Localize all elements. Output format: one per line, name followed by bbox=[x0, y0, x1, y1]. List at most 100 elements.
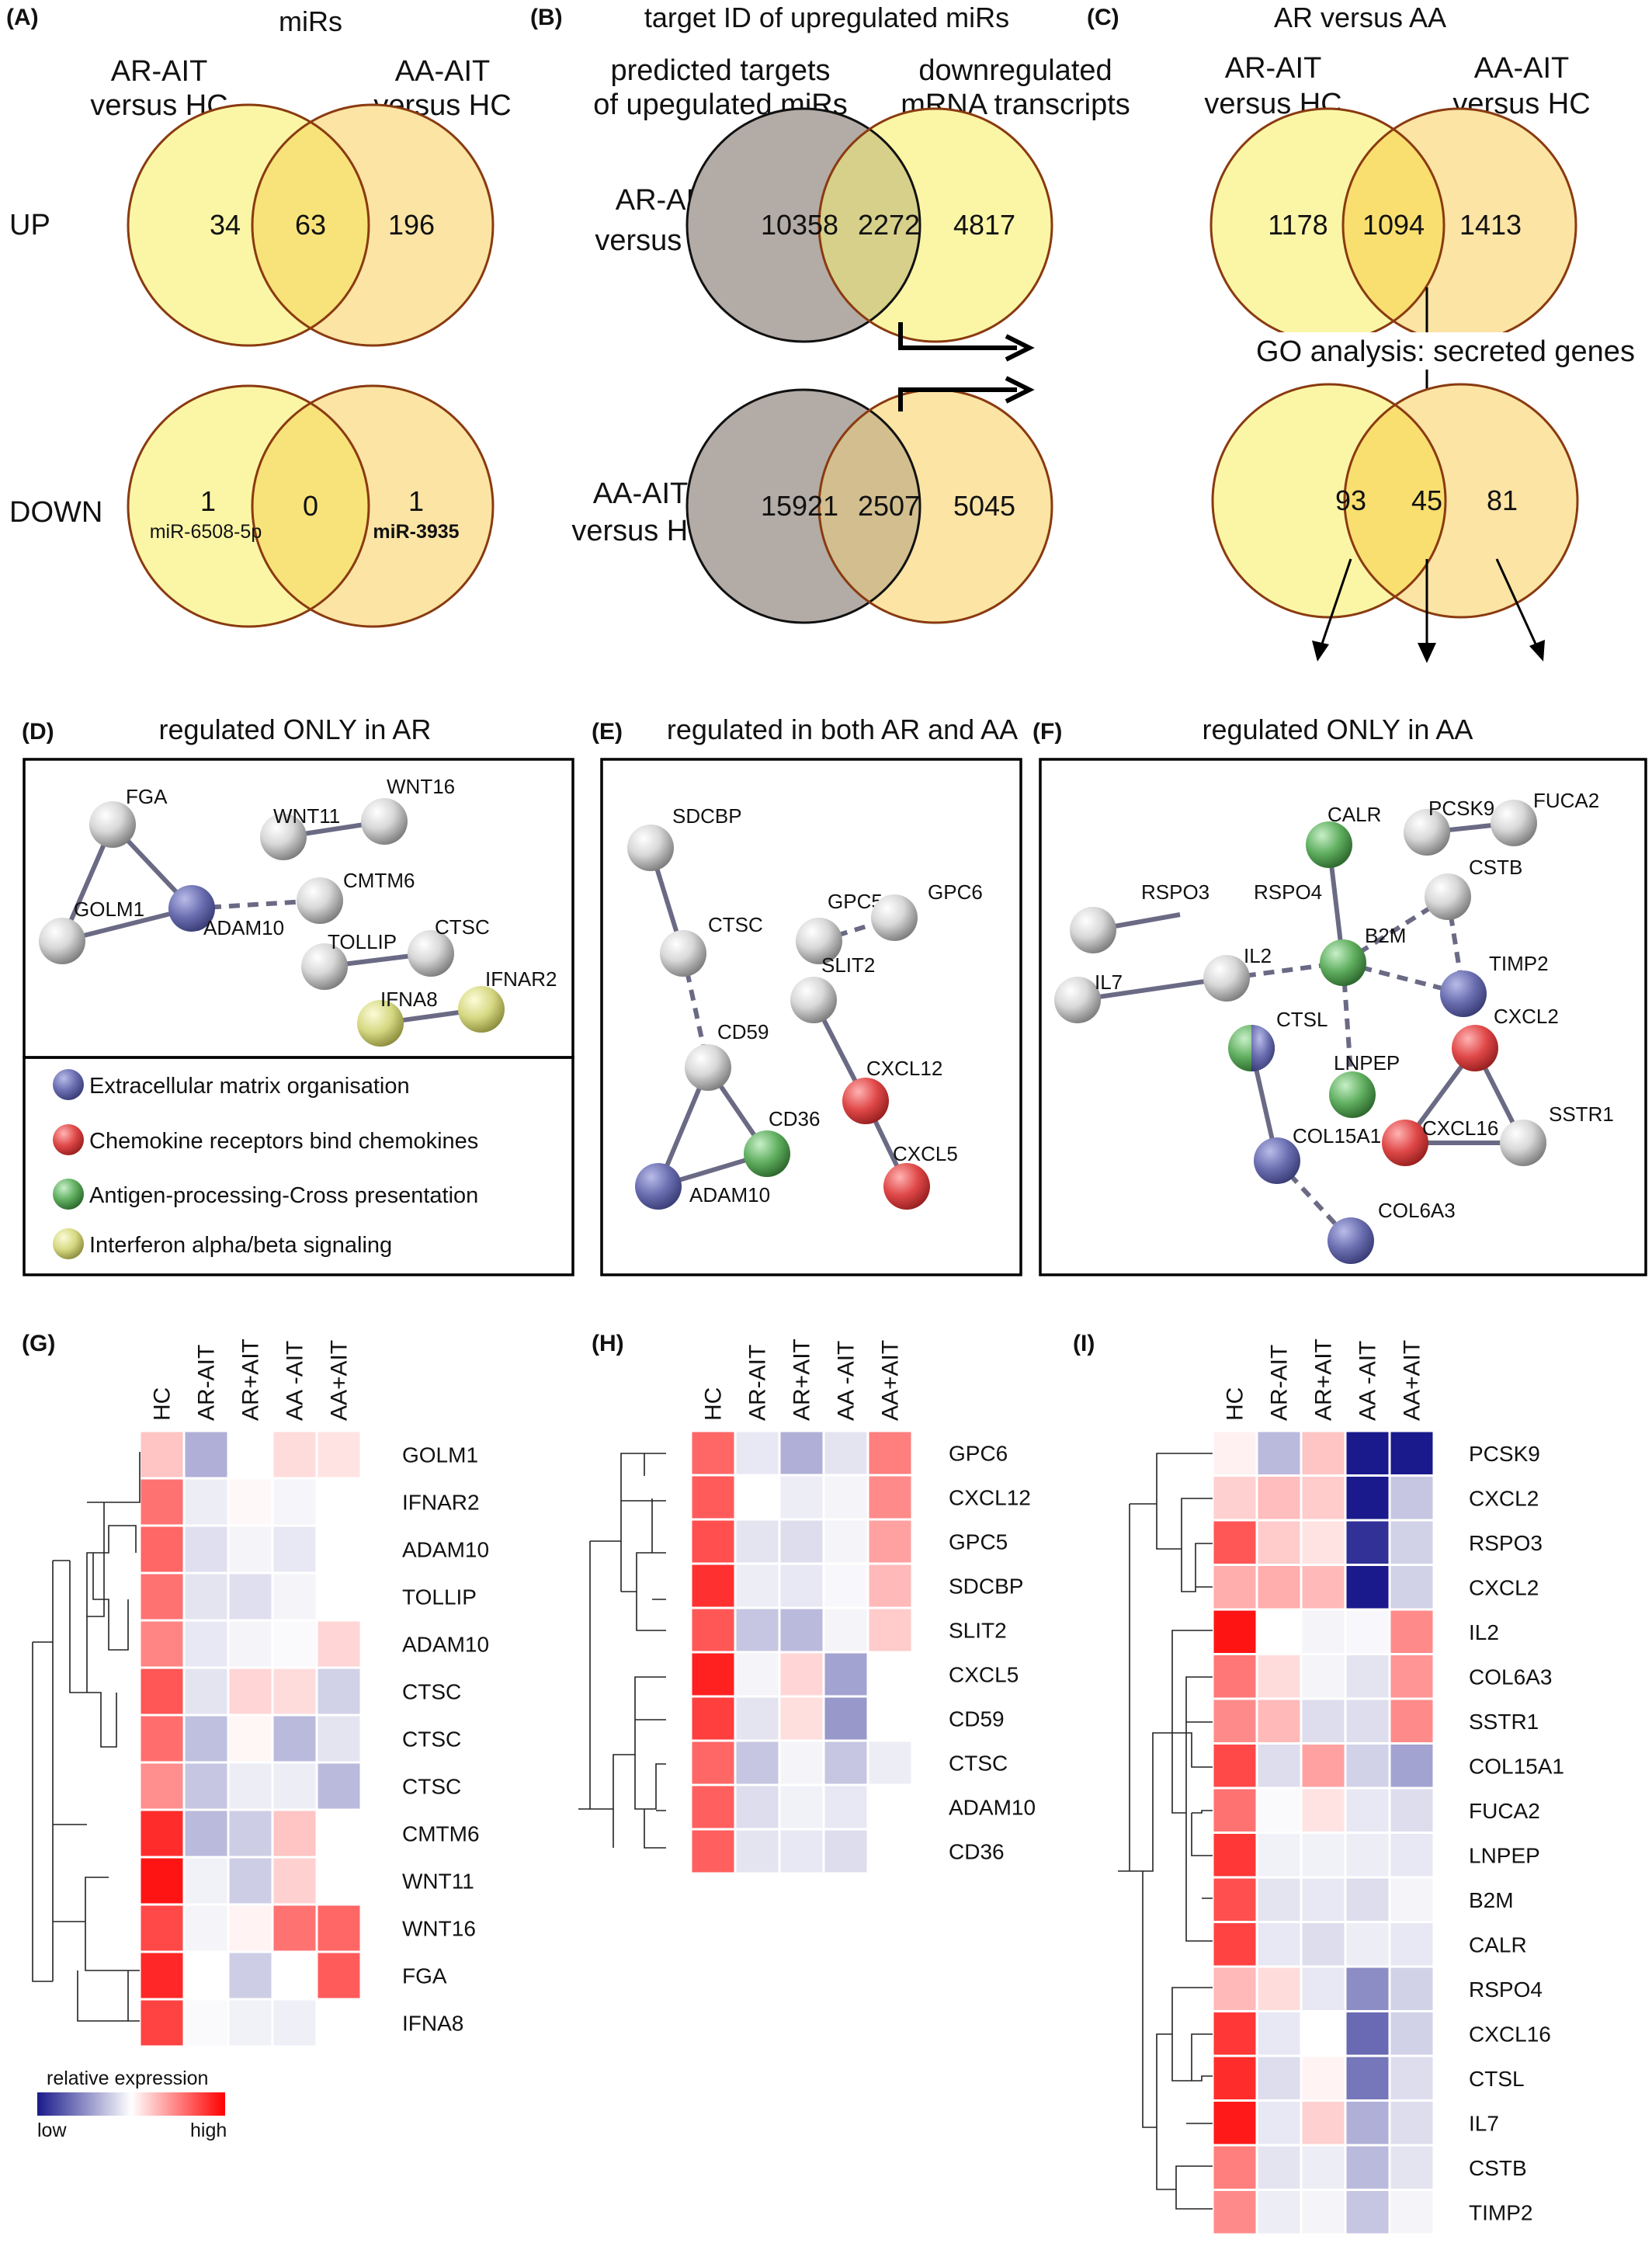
heatmap-i-cell bbox=[1255, 1965, 1303, 2012]
venn-up-right-value: 196 bbox=[388, 209, 435, 241]
heatmap-i-cell bbox=[1388, 1876, 1435, 1923]
heatmap-g-cell bbox=[315, 1950, 363, 2001]
heatmap-i-cell bbox=[1255, 1653, 1303, 1700]
heatmap-g-cell bbox=[271, 1998, 318, 2048]
heatmap-g-label: (G) bbox=[22, 1331, 55, 1356]
heatmap-g-column-label: AA+AIT bbox=[327, 1340, 352, 1421]
heatmap-h-cell bbox=[866, 1739, 914, 1786]
venn-b-aa: 15921 2507 5045 bbox=[685, 388, 1053, 624]
node-wnt11 bbox=[260, 814, 307, 860]
heatmap-g-cell bbox=[182, 1571, 230, 1622]
node-rspo3 bbox=[1070, 907, 1116, 953]
heatmap-g-cell bbox=[182, 1713, 230, 1764]
heatmap-g-cell bbox=[315, 1619, 363, 1669]
heatmap-h-cell bbox=[778, 1651, 825, 1698]
heatmap-i-cell bbox=[1300, 2189, 1347, 2236]
heatmap-i-cell bbox=[1300, 1832, 1347, 1879]
heatmap-g-cell bbox=[271, 1619, 318, 1669]
panel-e-title: regulated in both AR and AA bbox=[667, 714, 1018, 745]
heatmap-g-gene-label: GOLM1 bbox=[402, 1443, 478, 1467]
heatmap-h-cell bbox=[866, 1518, 914, 1565]
heatmap-h-cell bbox=[778, 1783, 825, 1831]
venn-b-aa-overlap bbox=[819, 410, 920, 602]
heatmap-g-cell bbox=[182, 1856, 230, 1906]
node-il2 bbox=[1203, 955, 1250, 1002]
panel-a-title: miRs bbox=[279, 5, 342, 37]
heatmap-g-cell bbox=[315, 1524, 363, 1575]
heatmap-i-cell bbox=[1344, 1832, 1391, 1879]
node-cmtm6-label: CMTM6 bbox=[343, 869, 415, 892]
heatmap-g-gene-label: IFNA8 bbox=[402, 2012, 463, 2036]
venn-c-top-left-value: 1178 bbox=[1268, 209, 1328, 241]
heatmap-g-cell bbox=[182, 1903, 230, 1953]
heatmap-i-cell bbox=[1255, 1876, 1303, 1923]
venn-down-overlap-value: 0 bbox=[303, 490, 318, 522]
heatmap-i-cell bbox=[1388, 1965, 1435, 2012]
heatmap-h-column-label: AR-AIT bbox=[745, 1345, 771, 1421]
node-cxcl12-label: CXCL12 bbox=[866, 1057, 942, 1080]
heatmap-i-cell bbox=[1211, 1608, 1258, 1655]
heatmap-g-cell bbox=[138, 1761, 186, 1811]
heatmap-i-cell bbox=[1300, 1786, 1347, 1834]
heatmap-g-cell bbox=[271, 1429, 318, 1480]
heatmap-g-cell bbox=[227, 1950, 274, 2001]
heatmap-i-cell bbox=[1344, 1608, 1391, 1655]
node-gpc5 bbox=[796, 918, 842, 964]
heatmap-g-cell bbox=[271, 1524, 318, 1575]
heatmap-h-cell bbox=[778, 1429, 825, 1477]
pathway-legend: Extracellular matrix organisation Chemok… bbox=[53, 1069, 478, 1259]
heatmap-g-cell bbox=[227, 1808, 274, 1859]
heatmap-i-cell bbox=[1255, 1921, 1303, 1968]
heatmap-g-cell bbox=[138, 1903, 186, 1953]
heatmap-g-cell bbox=[182, 1429, 230, 1480]
node-sdcbp-label: SDCBP bbox=[672, 804, 742, 828]
heatmap-g-cell bbox=[315, 1571, 363, 1622]
heatmap-i-cell bbox=[1344, 1742, 1391, 1790]
heatmap-i-cell bbox=[1388, 1742, 1435, 1790]
heatmap-h-cell bbox=[734, 1651, 781, 1698]
heatmap-i-cell bbox=[1300, 2054, 1347, 2102]
heatmap-g-gene-label: ADAM10 bbox=[402, 1633, 489, 1657]
heatmap-g-cell bbox=[227, 1761, 274, 1811]
relative-expression-legend: relative expression low high bbox=[37, 2068, 227, 2141]
heatmap-i-cell bbox=[1300, 1653, 1347, 1700]
node-b2m-label: B2M bbox=[1365, 924, 1406, 947]
heatmap-i-cell bbox=[1255, 2010, 1303, 2057]
heatmap-i-cell bbox=[1255, 1697, 1303, 1745]
heatmap-g-cell bbox=[182, 1950, 230, 2001]
heatmap-g-gene-label: WNT11 bbox=[402, 1870, 474, 1894]
heatmap-i-cell bbox=[1300, 1608, 1347, 1655]
heatmap-h-cell bbox=[689, 1695, 737, 1742]
node-ctsc-label: CTSC bbox=[435, 915, 490, 939]
heatmap-i-cells bbox=[1211, 1429, 1435, 2236]
panel-a-down-label: DOWN bbox=[9, 496, 102, 529]
venn-b-aa-overlap-value: 2507 bbox=[858, 490, 920, 522]
node-lnpep bbox=[1329, 1071, 1376, 1118]
heatmap-i-cell bbox=[1211, 1786, 1258, 1834]
heatmap-h-cell bbox=[689, 1562, 737, 1609]
node-sdcbp bbox=[627, 825, 674, 871]
heatmap-g-cell bbox=[271, 1856, 318, 1906]
heatmap-i-column-label: AR-AIT bbox=[1267, 1345, 1293, 1421]
node-fuca2 bbox=[1491, 800, 1537, 846]
panel-b-label: (B) bbox=[530, 5, 563, 30]
node-lnpep-label: LNPEP bbox=[1334, 1051, 1400, 1075]
heatmap-h-gene-label: ADAM10 bbox=[949, 1796, 1036, 1820]
heatmap-i-cell bbox=[1300, 2099, 1347, 2147]
heatmap-g-gene-label: IFNAR2 bbox=[402, 1491, 480, 1515]
venn-b-aa-right-value: 5045 bbox=[953, 490, 1015, 522]
heatmap-i-gene-label: IL7 bbox=[1469, 2111, 1499, 2135]
heatmap-i-column-label: AR+AIT bbox=[1311, 1339, 1337, 1421]
venn-c-bottom: 93 45 81 bbox=[1211, 383, 1579, 619]
heatmap-h-label: (H) bbox=[592, 1331, 624, 1356]
venn-down-overlap bbox=[252, 403, 370, 609]
node-calr-label: CALR bbox=[1328, 803, 1381, 826]
heatmap-i-cell bbox=[1300, 1519, 1347, 1566]
heatmap-g-cell bbox=[182, 1666, 230, 1717]
node-gpc6-label: GPC6 bbox=[928, 880, 983, 904]
venn-c-bottom-right-value: 81 bbox=[1487, 484, 1518, 516]
heatmap-i-dendrogram bbox=[1118, 1453, 1213, 2210]
heatmap-i-cell bbox=[1344, 1564, 1391, 1611]
node-ifnar2-label: IFNAR2 bbox=[485, 967, 557, 991]
